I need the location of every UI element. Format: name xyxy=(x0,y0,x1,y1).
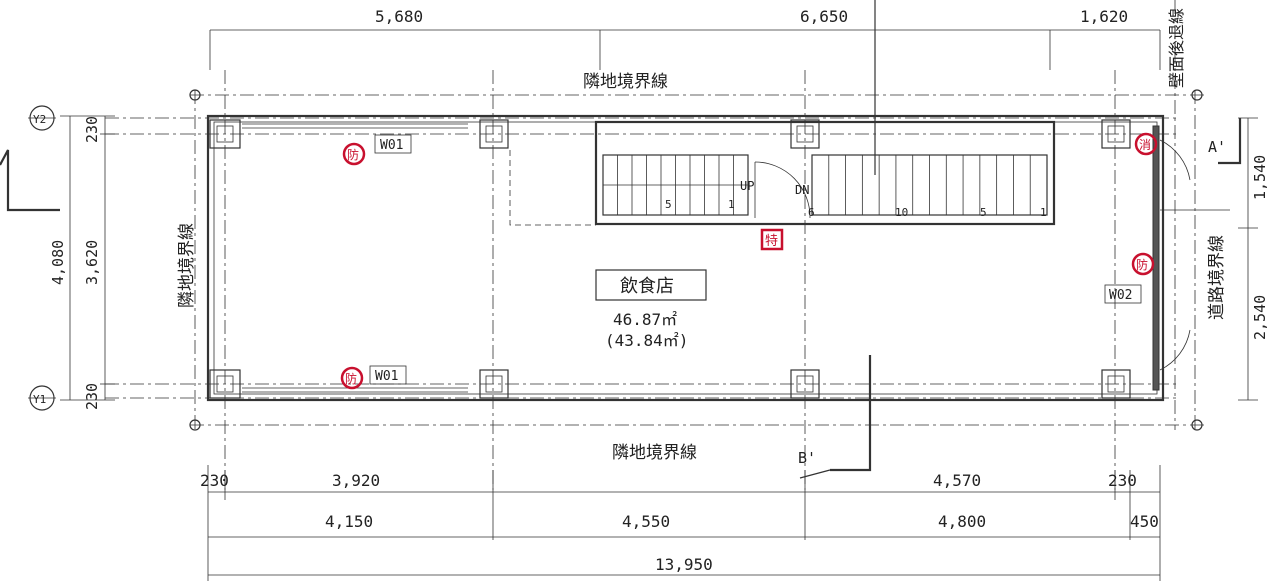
grid-lines xyxy=(105,70,1180,490)
bottom-dim-5: 4,150 xyxy=(325,512,373,531)
fire-symbols: 防 防 防 消 特 xyxy=(340,132,1158,390)
bottom-dimension-row2: 4,150 4,550 4,800 450 xyxy=(208,512,1160,538)
boundary-label-top: 隣地境界線 xyxy=(583,72,668,92)
boundary-label-left: 隣地境界線 xyxy=(177,223,197,308)
bottom-dimension-row1: 230 3,920 4,570 230 xyxy=(200,465,1161,581)
bottom-dim-4: 230 xyxy=(1108,471,1137,490)
bottom-dim-2: 3,920 xyxy=(332,471,380,490)
door-swing xyxy=(754,161,811,219)
stair-dn-label: DN xyxy=(795,183,809,197)
special-mark: 特 xyxy=(765,234,778,249)
top-dim-1: 5,680 xyxy=(375,7,423,26)
stair-num: 10 xyxy=(895,206,908,219)
bottom-dim-7: 4,800 xyxy=(938,512,986,531)
fire-prevention-mark: 防 xyxy=(347,147,359,162)
grid-bubbles: Y2 Y1 xyxy=(28,105,56,411)
bottom-total: 13,950 xyxy=(655,555,713,574)
stair-num: 5 xyxy=(665,198,672,211)
grid-label-y2: Y2 xyxy=(33,113,46,126)
grid-label-y1: Y1 xyxy=(33,393,46,406)
room-area-alt: (43.84㎡) xyxy=(605,331,688,350)
left-dim-overall: 4,080 xyxy=(49,240,67,285)
fire-prevention-mark: 防 xyxy=(345,371,357,386)
room-area: 46.87㎡ xyxy=(613,310,677,329)
section-b-label: B' xyxy=(798,449,816,467)
left-dimension-lines: 4,080 230 3,620 230 xyxy=(49,115,115,410)
boundary-label-right: 道路境界線 xyxy=(1207,235,1227,320)
top-dimension-line: 5,680 6,650 1,620 xyxy=(209,7,1161,70)
left-dim-c: 230 xyxy=(83,383,101,410)
stair-num: 6 xyxy=(808,206,815,219)
stair-enclosure xyxy=(509,120,1056,226)
bottom-dim-3: 4,570 xyxy=(933,471,981,490)
bottom-dim-6: 4,550 xyxy=(622,512,670,531)
left-dim-a: 230 xyxy=(83,116,101,143)
section-mark-left xyxy=(0,149,60,212)
top-dim-3: 1,620 xyxy=(1080,7,1128,26)
right-dim-2: 2,540 xyxy=(1251,295,1269,340)
extinguisher-mark: 消 xyxy=(1139,138,1151,152)
window-tag: W01 xyxy=(380,138,403,153)
left-dim-b: 3,620 xyxy=(83,240,101,285)
window-tags: W01 W01 W02 xyxy=(369,134,1142,385)
stair-num: 1 xyxy=(1040,206,1047,219)
room-name-box xyxy=(595,269,707,301)
right-dimension-lines: 1,540 2,540 xyxy=(1238,117,1269,401)
stair-treads xyxy=(603,155,1031,215)
room-name: 飲食店 xyxy=(620,276,674,297)
boundary-lines xyxy=(189,0,1205,431)
columns xyxy=(209,119,1131,399)
bottom-dim-1: 230 xyxy=(200,471,229,490)
stair-up-label: UP xyxy=(740,179,754,193)
bottom-dim-8: 450 xyxy=(1130,512,1159,531)
window-tag: W01 xyxy=(375,369,398,384)
fire-prevention-mark: 防 xyxy=(1136,257,1148,272)
boundary-label-bottom: 隣地境界線 xyxy=(612,443,697,463)
section-a-label: A' xyxy=(1208,138,1226,156)
window-tag: W02 xyxy=(1109,288,1132,303)
top-dim-2: 6,650 xyxy=(800,7,848,26)
right-dim-1: 1,540 xyxy=(1251,155,1269,200)
stair-num: 5 xyxy=(980,206,987,219)
entrance-door-swing xyxy=(1159,329,1191,371)
section-mark-a xyxy=(1218,118,1242,165)
entrance-door-swing xyxy=(1159,139,1191,181)
stair-num: 1 xyxy=(728,198,735,211)
setback-label: 壁面後退線 xyxy=(1167,8,1186,88)
section-mark-b xyxy=(830,355,872,472)
